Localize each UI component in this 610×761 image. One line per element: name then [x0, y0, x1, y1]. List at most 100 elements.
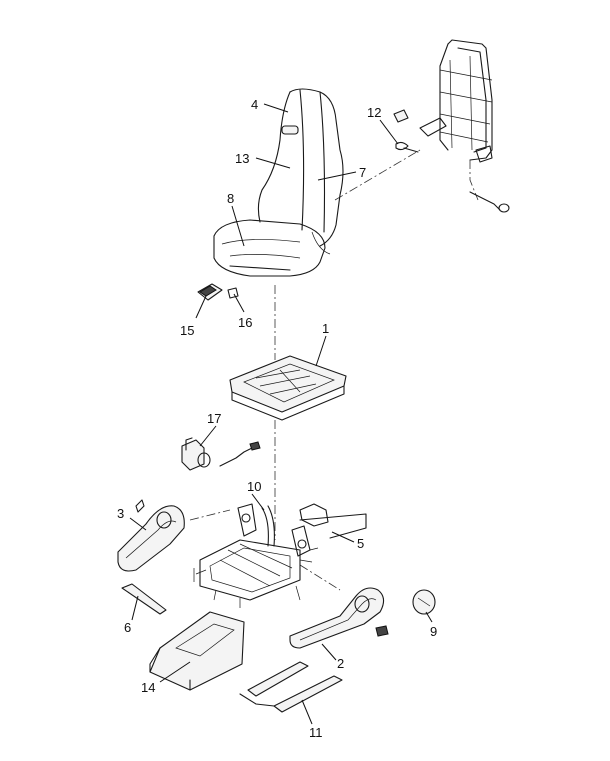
centerline-trim-left	[189, 509, 231, 521]
callout-17: 17	[207, 411, 221, 426]
leader-1	[315, 335, 327, 367]
part-10-cable-b	[267, 505, 275, 547]
callout-15: 15	[180, 323, 194, 338]
part-12-hardware	[393, 109, 419, 153]
part-1-pan-ribs	[255, 369, 317, 395]
part-3-trim-body	[117, 505, 185, 572]
leader-11	[301, 699, 313, 725]
backrest-hinge	[311, 231, 331, 255]
part-3-left-trim	[117, 499, 185, 572]
part-16-knob	[227, 287, 239, 299]
part-3-clip	[135, 499, 145, 513]
part-17-switch-cap	[197, 452, 211, 468]
part-3-trim-ridge	[125, 520, 177, 559]
back-frame-left-rail	[439, 43, 449, 151]
callout-2: 2	[337, 656, 344, 671]
seat-cushion	[213, 219, 326, 277]
callout-16: 16	[238, 315, 252, 330]
part-6-strip	[121, 583, 167, 615]
part-6-strip-body	[121, 583, 167, 615]
back-frame-pivot-line	[469, 160, 479, 201]
part-9-knob-grip	[417, 597, 431, 607]
part-2-trim-hole	[354, 595, 370, 613]
backrest-rear-seam	[319, 91, 326, 233]
leader-12	[379, 119, 399, 145]
part-11-rail-right	[273, 675, 343, 713]
part-2-right-trim	[289, 587, 389, 649]
callout-10: 10	[247, 479, 261, 494]
leader-6	[131, 595, 139, 621]
part-17-connector	[249, 441, 261, 451]
mechanism-left-pivot	[241, 513, 251, 523]
seat-mechanism	[193, 503, 367, 608]
pivot-pin	[469, 191, 501, 211]
mechanism-inner-frame	[209, 547, 291, 593]
part-12-spring	[395, 141, 409, 151]
part-14-plate-flange	[149, 647, 161, 673]
part-17-switch-top	[185, 437, 193, 451]
mechanism-frame	[199, 539, 301, 601]
leader-10	[251, 493, 265, 511]
seat-cushion-front-lip	[229, 265, 291, 271]
back-frame-struts	[449, 55, 473, 151]
part-14-plate-cutout	[175, 623, 235, 657]
backrest-left-outline	[257, 91, 291, 223]
part-15-grip	[199, 285, 217, 297]
leader-15	[195, 295, 207, 319]
leader-3	[129, 517, 147, 531]
mechanism-fasteners	[193, 568, 241, 608]
back-frame-outer	[447, 39, 493, 161]
leader-9	[425, 611, 433, 623]
leader-7	[317, 171, 357, 181]
callout-3: 3	[117, 506, 124, 521]
seat-back-frame	[419, 39, 510, 213]
part-14-plate-body	[149, 611, 245, 691]
callout-4: 4	[251, 97, 258, 112]
part-12-bracket	[393, 109, 409, 123]
part-2-clip	[375, 625, 389, 637]
part-11-rail-left	[247, 661, 309, 697]
callout-8: 8	[227, 191, 234, 206]
leader-2	[321, 643, 337, 661]
callout-13: 13	[235, 151, 249, 166]
leader-4	[263, 103, 289, 113]
leader-8	[231, 205, 245, 247]
assembly-centerlines	[189, 149, 421, 591]
mechanism-fasteners-right	[295, 547, 319, 601]
mechanism-right-bracket	[291, 525, 311, 557]
seat-cushion-seams	[221, 239, 301, 259]
part-17-harness	[219, 447, 253, 467]
part-17-switch	[181, 437, 261, 471]
leader-16	[233, 293, 245, 313]
leader-14	[159, 661, 191, 683]
part-1-pan-edge	[231, 385, 345, 421]
backrest-right-outline	[289, 88, 344, 247]
callout-14: 14	[141, 680, 155, 695]
back-frame-crossbars	[439, 69, 493, 143]
callout-11: 11	[309, 725, 323, 740]
leader-13	[255, 157, 291, 169]
part-12-bolt	[403, 147, 419, 153]
part-2-trim-body	[289, 587, 385, 649]
parts-15-16	[197, 283, 239, 301]
part-14-base-plate	[149, 611, 245, 691]
headrest-strap	[281, 125, 299, 135]
leader-5	[331, 531, 355, 543]
callout-12: 12	[367, 105, 381, 120]
pivot-washer	[498, 203, 510, 213]
centerline-mechanism-to-trim	[299, 564, 341, 591]
backrest-front-seam	[299, 89, 305, 231]
mechanism-scissor-links	[219, 543, 293, 587]
part-9-knob	[412, 589, 436, 615]
callout-7: 7	[359, 165, 366, 180]
callout-9: 9	[430, 624, 437, 639]
callout-5: 5	[357, 536, 364, 551]
back-frame-inner	[457, 47, 487, 153]
part-10-cable-a	[261, 507, 269, 547]
back-frame-hinge-left	[419, 117, 447, 137]
mechanism-right-pivot	[297, 539, 307, 549]
part-5-bracket-outline	[299, 513, 367, 539]
callout-6: 6	[124, 620, 131, 635]
leader-lines	[129, 103, 433, 725]
